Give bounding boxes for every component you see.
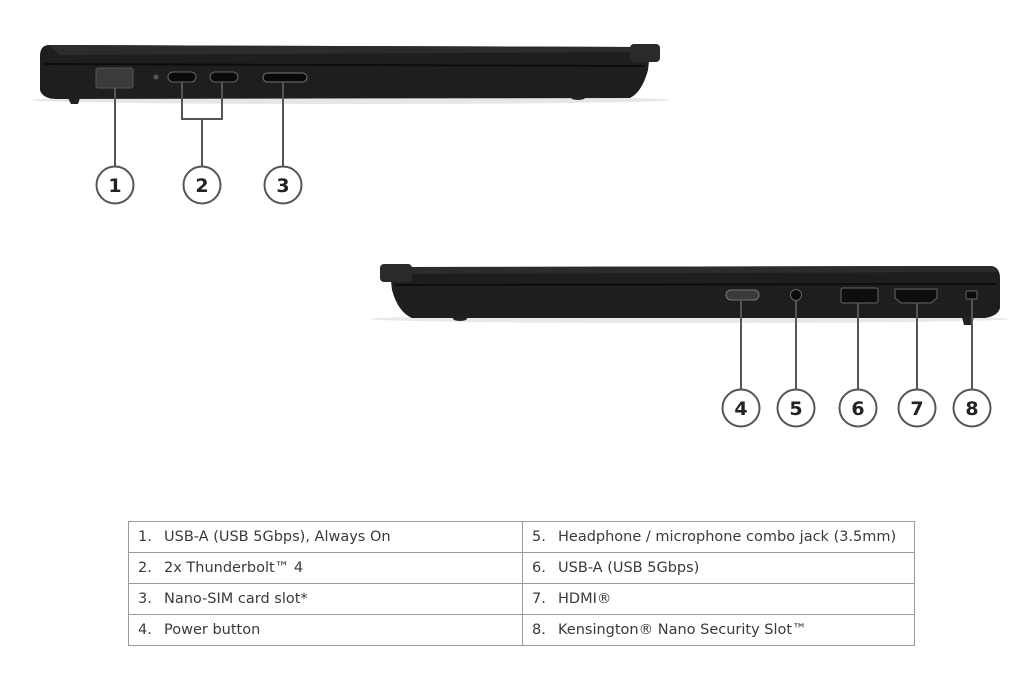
svg-text:5: 5 <box>789 398 802 420</box>
power-button <box>725 289 760 301</box>
callout-2: 2 <box>182 165 222 205</box>
svg-text:3: 3 <box>276 175 289 197</box>
table-row: 2. 2x Thunderbolt™ 4 6. USB-A (USB 5Gbps) <box>128 552 915 584</box>
legend-item-7: 7. HDMI® <box>522 583 915 615</box>
headphone-jack <box>790 289 802 301</box>
item-label: 2x Thunderbolt™ 4 <box>164 560 304 576</box>
svg-text:6: 6 <box>851 398 864 420</box>
svg-text:4: 4 <box>734 398 747 420</box>
item-label: USB-A (USB 5Gbps), Always On <box>164 529 391 545</box>
callout-8: 8 <box>952 388 992 428</box>
usb-a-port-6 <box>840 287 879 304</box>
led-indicator <box>153 74 159 80</box>
callout-5: 5 <box>776 388 816 428</box>
legend-item-1: 1. USB-A (USB 5Gbps), Always On <box>128 521 523 553</box>
svg-text:8: 8 <box>965 398 978 420</box>
legend-item-3: 3. Nano-SIM card slot* <box>128 583 523 615</box>
item-label: Kensington® Nano Security Slot™ <box>558 622 807 638</box>
callout-3: 3 <box>263 165 303 205</box>
laptop-right-side-view: 4 5 6 7 8 <box>370 264 1010 428</box>
table-row: 3. Nano-SIM card slot* 7. HDMI® <box>128 583 915 615</box>
hdmi-port <box>894 288 938 304</box>
item-label: Nano-SIM card slot* <box>164 591 308 607</box>
item-label: Headphone / microphone combo jack (3.5mm… <box>558 529 897 545</box>
item-number: 2. <box>138 560 152 576</box>
item-number: 5. <box>532 529 546 545</box>
callout-6: 6 <box>838 388 878 428</box>
item-label: USB-A (USB 5Gbps) <box>558 560 700 576</box>
legend-item-6: 6. USB-A (USB 5Gbps) <box>522 552 915 584</box>
item-number: 4. <box>138 622 152 638</box>
callout-4: 4 <box>721 388 761 428</box>
svg-text:2: 2 <box>195 175 208 197</box>
callout-7: 7 <box>897 388 937 428</box>
item-number: 6. <box>532 560 546 576</box>
nano-sim-slot <box>262 72 308 83</box>
thunderbolt-port-b <box>209 71 239 83</box>
legend-item-4: 4. Power button <box>128 614 523 646</box>
item-number: 8. <box>532 622 546 638</box>
item-label: Power button <box>164 622 261 638</box>
legend-item-2: 2. 2x Thunderbolt™ 4 <box>128 552 523 584</box>
svg-text:1: 1 <box>108 175 121 197</box>
item-label: HDMI® <box>558 591 612 607</box>
item-number: 7. <box>532 591 546 607</box>
item-number: 1. <box>138 529 152 545</box>
thunderbolt-port-a <box>167 71 197 83</box>
laptop-left-side-view: 1 2 3 <box>30 44 670 205</box>
table-row: 4. Power button 8. Kensington® Nano Securi… <box>128 614 915 646</box>
legend-item-5: 5. Headphone / microphone combo jack (3.5… <box>522 521 915 553</box>
port-legend-table: 1. USB-A (USB 5Gbps), Always On 5. Headpho… <box>128 521 915 646</box>
table-row: 1. USB-A (USB 5Gbps), Always On 5. Headpho… <box>128 521 915 553</box>
callout-1: 1 <box>95 165 135 205</box>
usb-a-port-1 <box>95 67 134 89</box>
kensington-slot <box>965 290 978 300</box>
svg-text:7: 7 <box>910 398 923 420</box>
legend-item-8: 8. Kensington® Nano Security Slot™ <box>522 614 915 646</box>
item-number: 3. <box>138 591 152 607</box>
